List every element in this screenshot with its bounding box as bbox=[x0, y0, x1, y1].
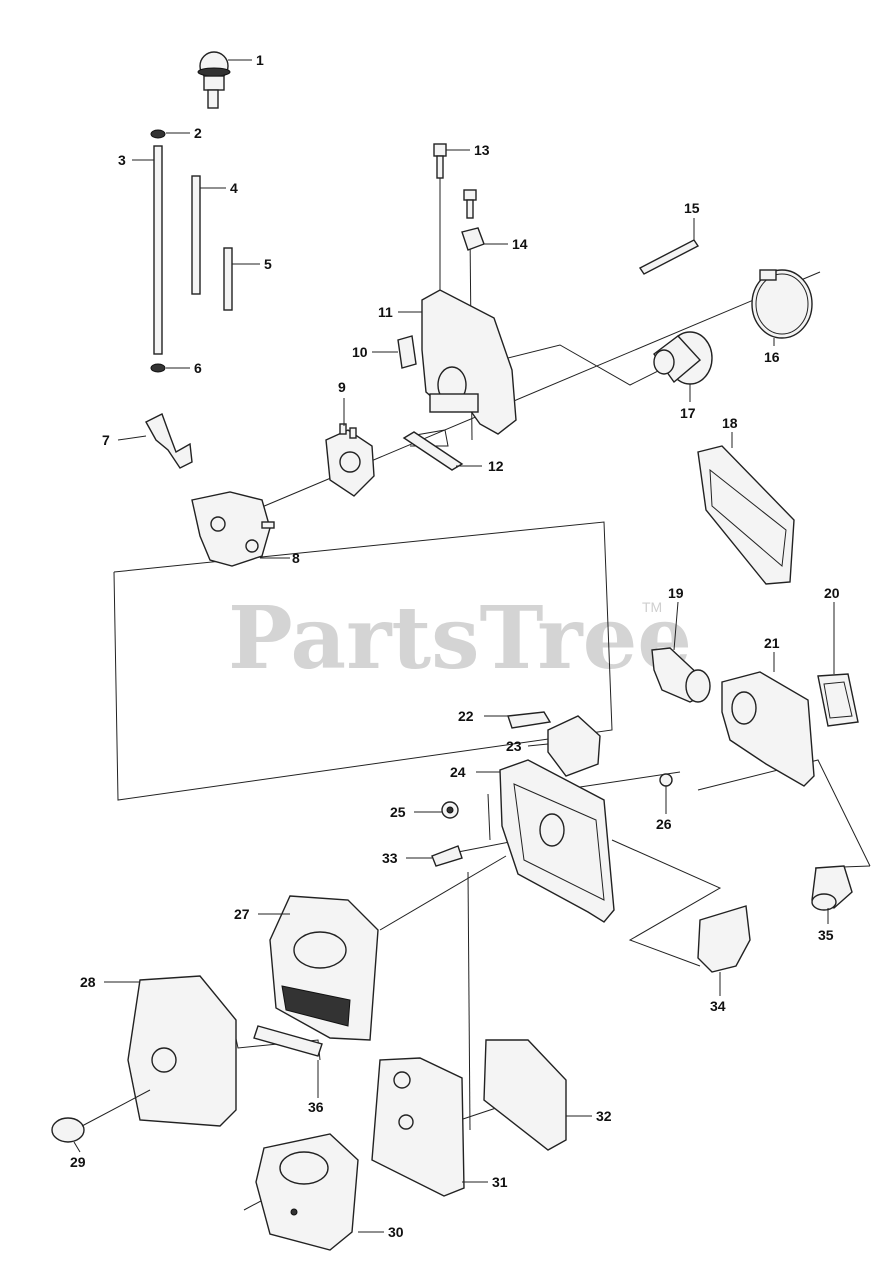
foam-element bbox=[483, 1039, 567, 1151]
filter-element bbox=[255, 1133, 359, 1251]
gasket-small bbox=[397, 335, 417, 369]
air-filter-gasket bbox=[697, 445, 795, 585]
callout-33: 33 bbox=[382, 850, 398, 866]
fuel-line-medium bbox=[191, 175, 201, 295]
callout-11: 11 bbox=[378, 304, 393, 320]
filter-cover bbox=[127, 975, 237, 1127]
leader-lines bbox=[73, 59, 835, 1233]
callout-27: 27 bbox=[234, 906, 250, 922]
shim-plate bbox=[402, 431, 464, 471]
gasket-23 bbox=[547, 715, 601, 777]
choke-bracket bbox=[697, 905, 751, 973]
air-filter-base bbox=[721, 671, 815, 787]
callout-5: 5 bbox=[264, 256, 272, 272]
callout-20: 20 bbox=[824, 585, 840, 601]
watermark-trademark: TM bbox=[642, 599, 662, 615]
callout-14: 14 bbox=[512, 236, 528, 252]
callout-1: 1 bbox=[256, 52, 264, 68]
callout-9: 9 bbox=[338, 379, 346, 395]
nut-26 bbox=[659, 773, 673, 787]
callout-18: 18 bbox=[722, 415, 738, 431]
long-bolt bbox=[638, 239, 700, 275]
callout-15: 15 bbox=[684, 200, 700, 216]
seal-square bbox=[817, 673, 859, 727]
callout-13: 13 bbox=[474, 142, 490, 158]
nut-25 bbox=[441, 801, 459, 819]
hose-clamp bbox=[751, 269, 813, 339]
callout-21: 21 bbox=[764, 635, 780, 651]
callout-10: 10 bbox=[352, 344, 368, 360]
callout-12: 12 bbox=[488, 458, 504, 474]
cover-knob bbox=[51, 1089, 151, 1143]
callout-17: 17 bbox=[680, 405, 696, 421]
callout-29: 29 bbox=[70, 1154, 86, 1170]
callout-8: 8 bbox=[292, 550, 300, 566]
callout-30: 30 bbox=[388, 1224, 404, 1240]
callout-7: 7 bbox=[102, 432, 110, 448]
choke-flap bbox=[811, 865, 853, 911]
callout-25: 25 bbox=[390, 804, 406, 820]
fuel-filter bbox=[145, 413, 193, 469]
carb-gasket bbox=[325, 423, 375, 497]
callout-26: 26 bbox=[656, 816, 672, 832]
callout-24: 24 bbox=[450, 764, 466, 780]
intake-boot bbox=[653, 331, 713, 385]
carburetor bbox=[191, 491, 275, 567]
screw-14 bbox=[461, 189, 485, 251]
screw-33 bbox=[431, 845, 463, 867]
choke-tube bbox=[651, 647, 711, 703]
watermark-text: PartsTree bbox=[228, 588, 692, 689]
callout-34: 34 bbox=[710, 998, 726, 1014]
fuel-line-long bbox=[150, 129, 166, 373]
callout-32: 32 bbox=[596, 1108, 612, 1124]
callout-36: 36 bbox=[308, 1099, 324, 1115]
callout-19: 19 bbox=[668, 585, 684, 601]
callout-2: 2 bbox=[194, 125, 202, 141]
callout-6: 6 bbox=[194, 360, 202, 376]
primer-bulb bbox=[197, 51, 231, 109]
callout-labels: 1 2 3 4 5 6 7 8 9 10 11 12 13 14 15 16 1… bbox=[70, 52, 840, 1240]
choke-lever bbox=[507, 711, 552, 729]
strip-36 bbox=[253, 1025, 323, 1057]
filter-housing bbox=[499, 759, 615, 923]
callout-23: 23 bbox=[506, 738, 522, 754]
intake-adapter bbox=[421, 289, 517, 435]
callout-28: 28 bbox=[80, 974, 96, 990]
callout-35: 35 bbox=[818, 927, 834, 943]
callout-31: 31 bbox=[492, 1174, 508, 1190]
callout-3: 3 bbox=[118, 152, 126, 168]
callout-16: 16 bbox=[764, 349, 780, 365]
callout-4: 4 bbox=[230, 180, 238, 196]
fuel-line-short bbox=[223, 247, 233, 311]
air-filter-pre bbox=[269, 895, 379, 1041]
filter-frame bbox=[371, 1057, 465, 1197]
screw-13 bbox=[433, 143, 447, 179]
callout-22: 22 bbox=[458, 708, 474, 724]
